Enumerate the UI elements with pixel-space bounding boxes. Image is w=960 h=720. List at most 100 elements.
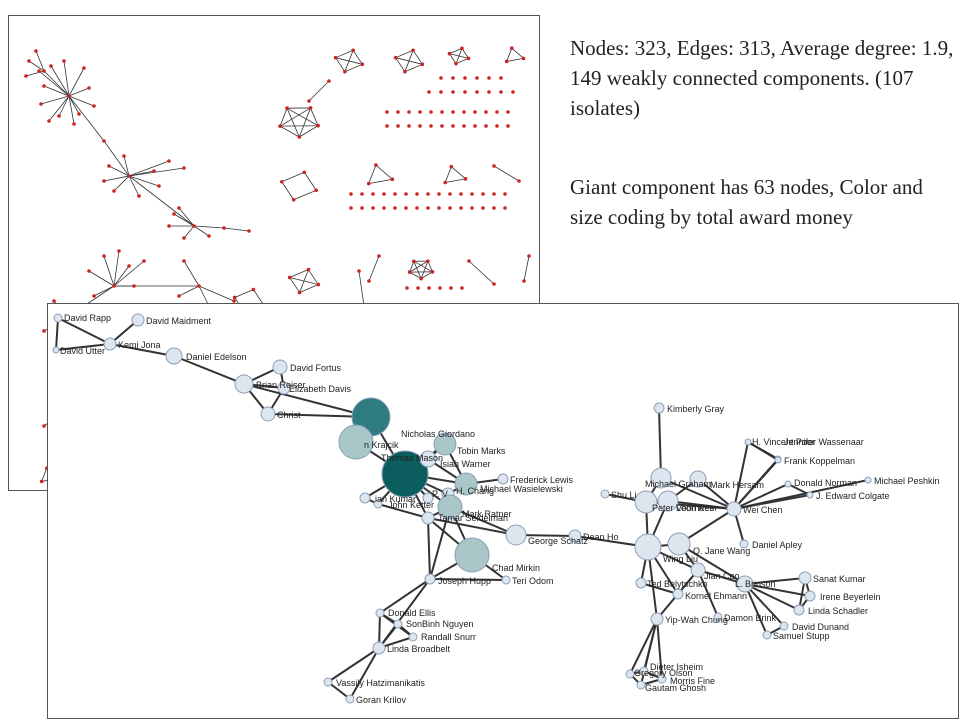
- researcher-node[interactable]: [338, 424, 374, 460]
- researcher-node[interactable]: [277, 381, 291, 395]
- overview-edge: [449, 47, 463, 55]
- researcher-node[interactable]: [421, 511, 435, 525]
- researcher-node[interactable]: [454, 537, 490, 573]
- researcher-node[interactable]: [653, 402, 665, 414]
- researcher-node[interactable]: [373, 499, 383, 509]
- researcher-node[interactable]: [424, 573, 436, 585]
- researcher-label: David Utter: [60, 346, 105, 356]
- researcher-label: Mark Hersam: [710, 480, 764, 490]
- researcher-label: Nicholas Giordano: [401, 429, 475, 439]
- researcher-node[interactable]: [650, 467, 672, 489]
- researcher-node[interactable]: [650, 612, 664, 626]
- researcher-node[interactable]: [419, 450, 437, 468]
- researcher-node[interactable]: [505, 524, 527, 546]
- researcher-node[interactable]: [657, 490, 679, 512]
- researcher-node[interactable]: [634, 490, 658, 514]
- overview-node: [405, 286, 409, 290]
- researcher-node[interactable]: [103, 337, 117, 351]
- researcher-node[interactable]: [234, 374, 254, 394]
- researcher-label: Jennifer Wassenaar: [784, 437, 864, 447]
- overview-node: [449, 164, 454, 169]
- overview-edge: [178, 285, 200, 297]
- researcher-node[interactable]: [260, 406, 276, 422]
- overview-node: [102, 179, 106, 183]
- researcher-node[interactable]: [372, 641, 386, 655]
- researcher-node[interactable]: [323, 677, 333, 687]
- researcher-node[interactable]: [804, 590, 816, 602]
- researcher-node[interactable]: [381, 450, 429, 498]
- researcher-node[interactable]: [454, 472, 478, 496]
- researcher-node[interactable]: [762, 630, 772, 640]
- overview-node: [475, 76, 479, 80]
- researcher-node[interactable]: [408, 632, 418, 642]
- researcher-node[interactable]: [806, 491, 814, 499]
- overview-node: [24, 74, 28, 78]
- researcher-node[interactable]: [393, 619, 403, 629]
- researcher-label: P. V: [432, 489, 448, 499]
- researcher-node[interactable]: [422, 492, 434, 504]
- overview-node: [117, 249, 121, 253]
- researcher-node[interactable]: [784, 480, 792, 488]
- overview-node: [415, 206, 419, 210]
- researcher-node[interactable]: [345, 694, 355, 704]
- overview-node: [385, 124, 389, 128]
- researcher-node[interactable]: [272, 359, 288, 375]
- component-edge: [787, 483, 811, 496]
- researcher-node[interactable]: [736, 575, 754, 593]
- researcher-label: Chad Mirkin: [492, 563, 540, 573]
- researcher-node[interactable]: [636, 680, 646, 690]
- researcher-node[interactable]: [798, 571, 812, 585]
- researcher-node[interactable]: [53, 313, 63, 323]
- researcher-node[interactable]: [690, 562, 706, 578]
- researcher-node[interactable]: [726, 501, 742, 517]
- researcher-node[interactable]: [375, 608, 385, 618]
- overview-edge: [310, 107, 319, 126]
- overview-edge: [234, 289, 254, 298]
- researcher-label: Ted Belytschko: [647, 579, 708, 589]
- researcher-node[interactable]: [657, 674, 667, 684]
- overview-edge: [253, 289, 264, 305]
- researcher-node[interactable]: [639, 666, 649, 676]
- researcher-label: Dean Ho: [583, 532, 619, 542]
- researcher-node[interactable]: [864, 476, 872, 484]
- researcher-node[interactable]: [437, 494, 463, 520]
- researcher-node[interactable]: [501, 575, 511, 585]
- researcher-node[interactable]: [52, 346, 60, 354]
- overview-edge: [344, 50, 354, 72]
- overview-edge: [40, 95, 70, 105]
- researcher-node[interactable]: [744, 438, 752, 446]
- overview-edge: [43, 85, 70, 97]
- overview-node: [463, 76, 467, 80]
- giant-component-caption: Giant component has 63 nodes, Color and …: [570, 175, 923, 229]
- researcher-node[interactable]: [635, 577, 647, 589]
- researcher-node[interactable]: [568, 529, 582, 543]
- overview-edge: [409, 260, 429, 273]
- researcher-node[interactable]: [672, 588, 684, 600]
- component-edge: [744, 583, 768, 636]
- overview-node: [92, 294, 96, 298]
- researcher-node[interactable]: [793, 604, 805, 616]
- component-edge: [640, 582, 679, 595]
- researcher-node[interactable]: [131, 313, 145, 327]
- overview-edge: [28, 60, 45, 72]
- researcher-node[interactable]: [667, 532, 691, 556]
- researcher-node[interactable]: [359, 492, 371, 504]
- researcher-node[interactable]: [713, 612, 723, 622]
- researcher-node[interactable]: [165, 347, 183, 365]
- overview-node: [67, 94, 71, 98]
- researcher-node[interactable]: [433, 432, 457, 456]
- researcher-label: Irene Beyerlein: [820, 592, 881, 602]
- researcher-node[interactable]: [689, 470, 707, 488]
- researcher-node[interactable]: [600, 489, 610, 499]
- researcher-node[interactable]: [779, 621, 789, 631]
- researcher-label: Gautam Ghosh: [645, 683, 706, 693]
- researcher-node[interactable]: [774, 456, 782, 464]
- researcher-node[interactable]: [625, 669, 635, 679]
- overview-node: [39, 479, 44, 484]
- overview-edge: [279, 125, 300, 138]
- overview-edge: [183, 225, 195, 239]
- researcher-node[interactable]: [497, 473, 509, 485]
- overview-node: [360, 192, 364, 196]
- researcher-node[interactable]: [634, 533, 662, 561]
- researcher-node[interactable]: [739, 539, 749, 549]
